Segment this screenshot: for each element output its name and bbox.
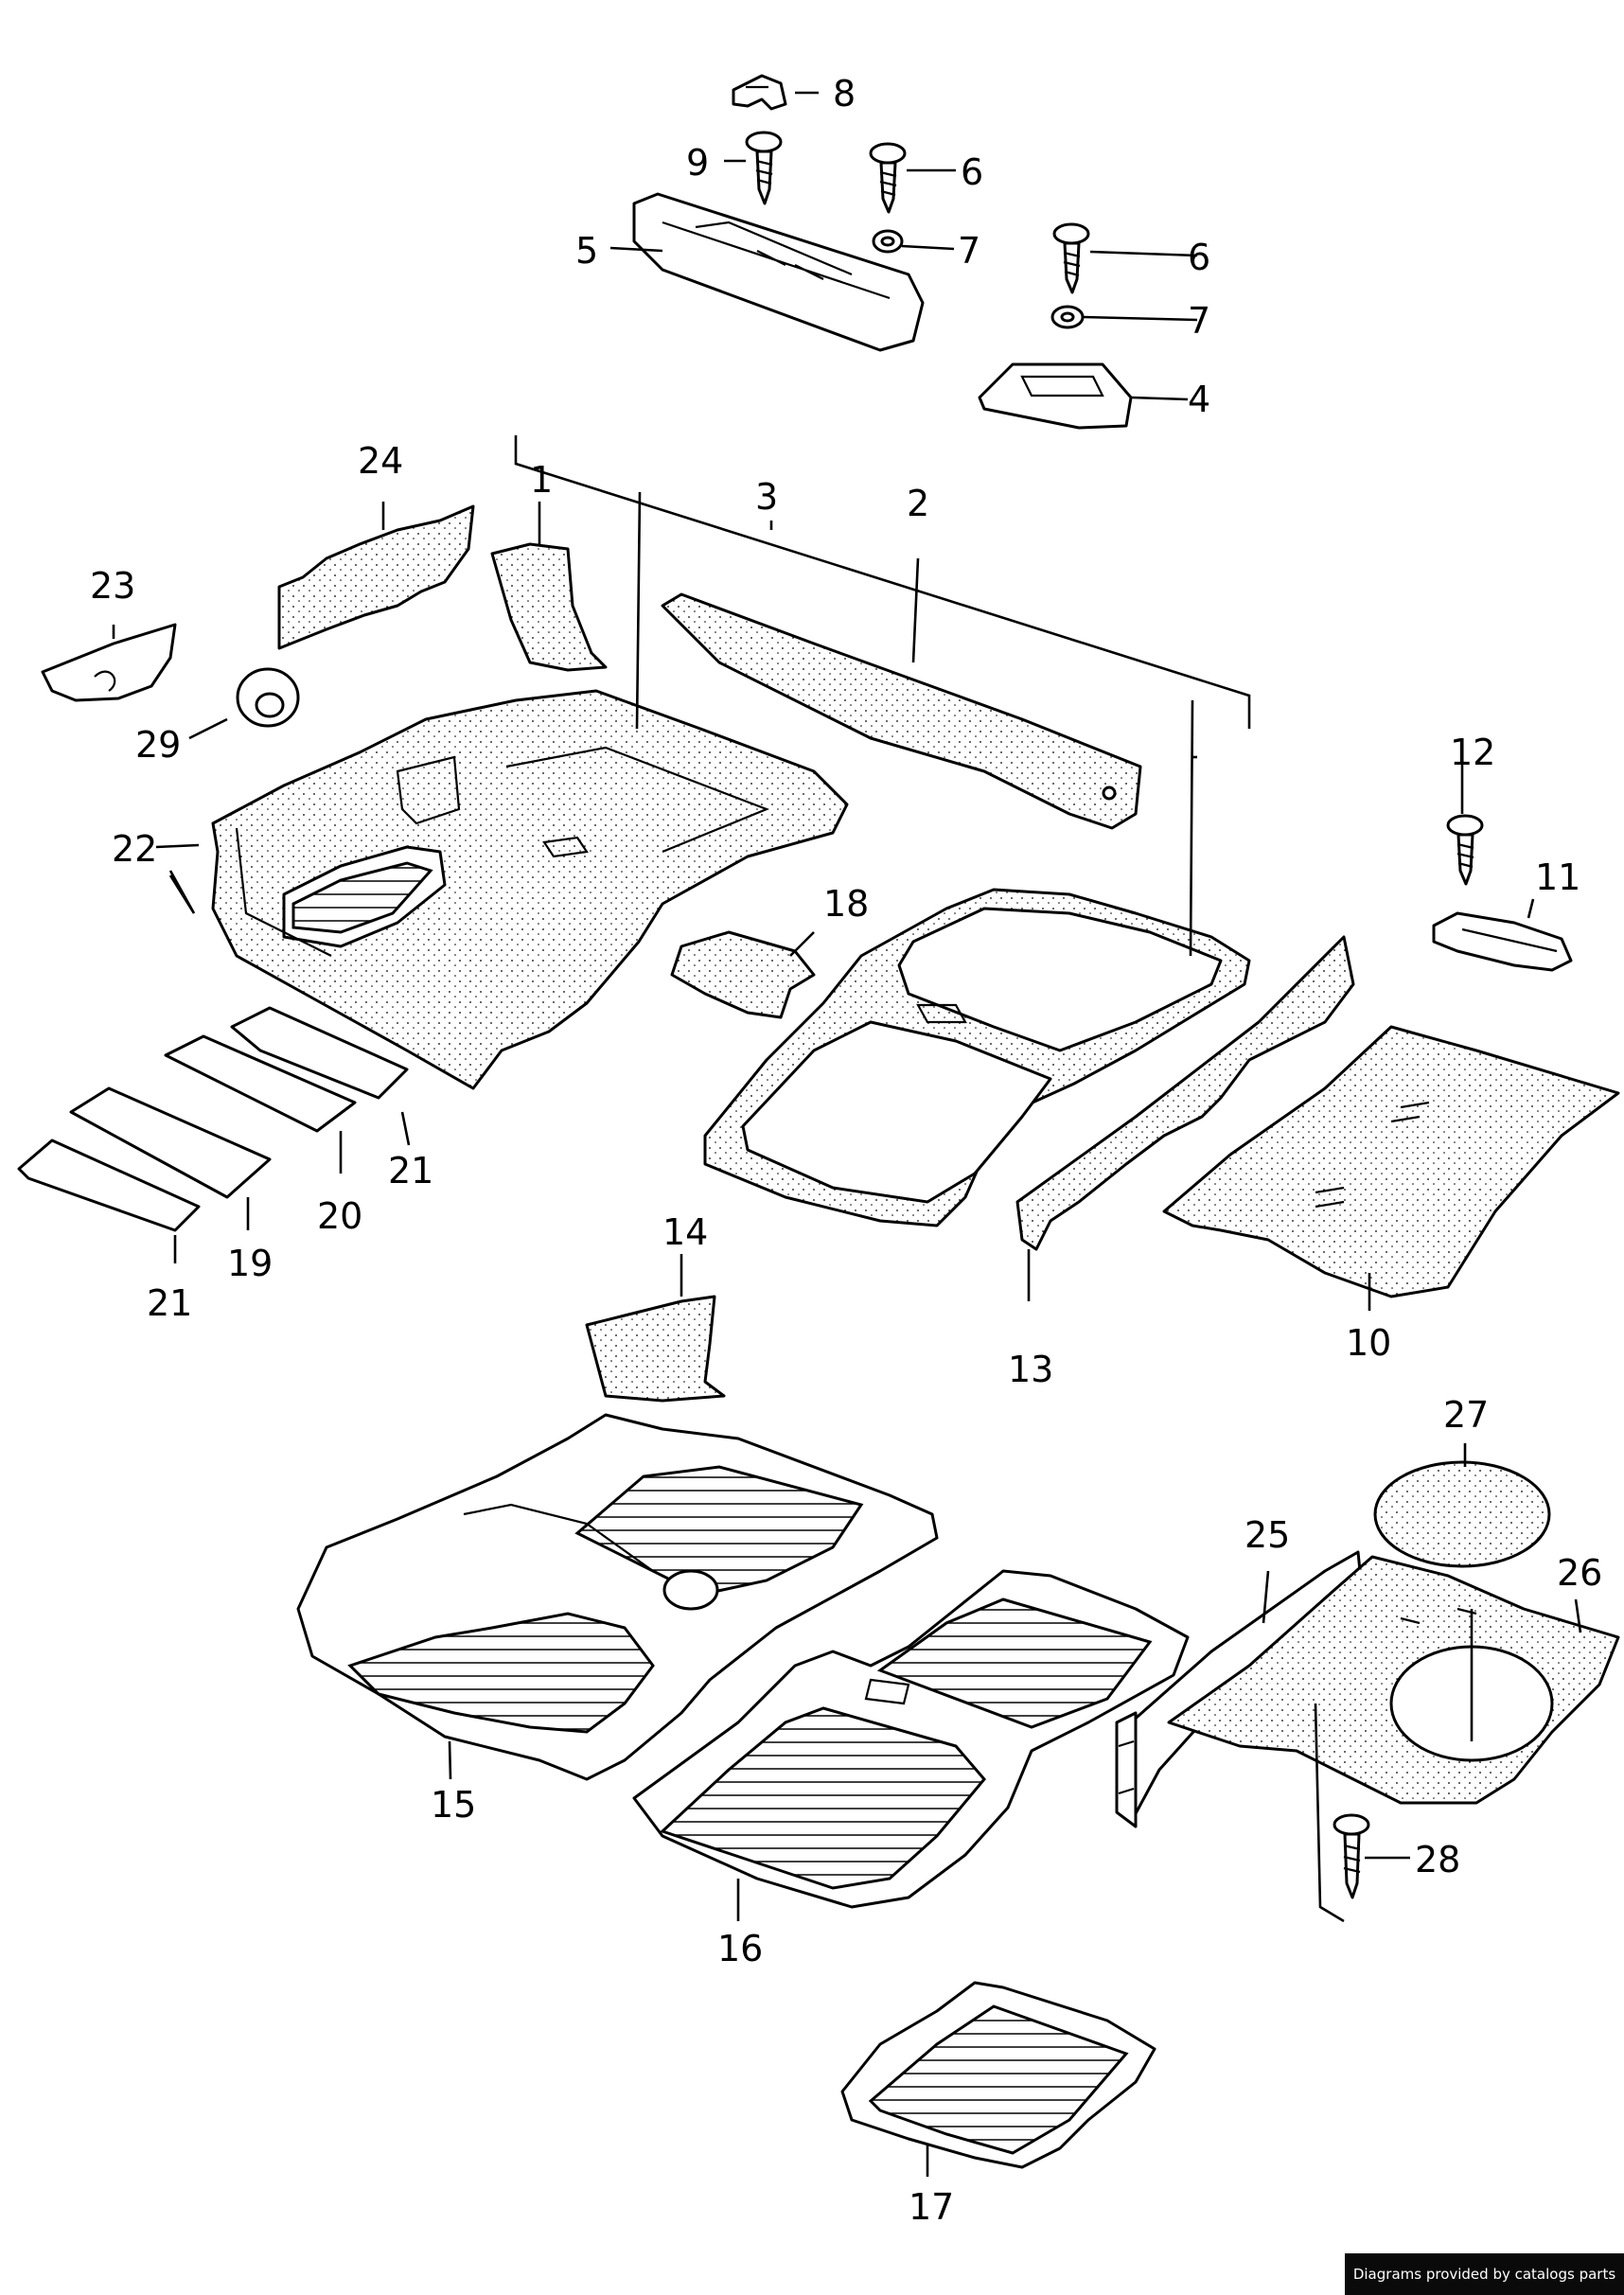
callout-7-lower: 7 <box>1188 300 1210 342</box>
trunk-mat-part-26 <box>1167 1555 1620 1805</box>
callout-5: 5 <box>575 230 598 272</box>
callout-6-lower: 6 <box>1188 237 1210 278</box>
front-carpet-part-22 <box>211 689 849 1090</box>
spare-wheel-cover-part-27 <box>1373 1460 1551 1568</box>
callout-labels: 8 9 6 7 5 6 7 4 24 1 3 2 23 29 22 18 12 … <box>90 73 1602 2228</box>
callout-9: 9 <box>686 142 709 184</box>
shift-boot-part-4 <box>978 362 1133 430</box>
rear-mat-part-17 <box>840 1981 1156 2169</box>
leader-lines <box>112 91 1582 2177</box>
screw-part-6-upper <box>869 142 907 214</box>
rear-carpet-part-3 <box>703 888 1251 1227</box>
callout-28: 28 <box>1415 1839 1460 1880</box>
callout-23: 23 <box>90 565 135 607</box>
panel-part-1 <box>490 542 608 672</box>
strip-part-2 <box>661 592 1142 830</box>
callout-3: 3 <box>755 476 778 518</box>
callout-12: 12 <box>1450 732 1495 773</box>
screw-part-9 <box>745 131 783 205</box>
callout-24: 24 <box>358 440 403 482</box>
insulation-part-21-lower <box>17 1139 201 1232</box>
console-part-5 <box>632 192 925 352</box>
callout-18: 18 <box>823 883 869 925</box>
callout-21-lower: 21 <box>147 1282 192 1324</box>
callout-8: 8 <box>833 73 856 115</box>
callout-17: 17 <box>909 2186 954 2228</box>
callout-21-upper: 21 <box>388 1150 433 1192</box>
sill-trim-part-13 <box>1015 935 1355 1251</box>
callout-25: 25 <box>1244 1514 1290 1556</box>
rear-mat-part-16 <box>632 1569 1190 1909</box>
callout-6-upper: 6 <box>961 151 983 193</box>
pad-part-18 <box>670 930 816 1019</box>
screw-part-12 <box>1446 814 1484 886</box>
side-panel-part-14 <box>585 1295 726 1403</box>
credit-banner: Diagrams provided by catalogs parts <box>1345 2253 1624 2295</box>
callout-16: 16 <box>717 1928 763 1969</box>
callout-15: 15 <box>431 1784 476 1826</box>
callout-13: 13 <box>1008 1349 1053 1390</box>
luggage-mat-part-10 <box>1162 1025 1620 1298</box>
insulation-part-19 <box>69 1086 272 1199</box>
callout-26: 26 <box>1557 1552 1602 1594</box>
scuff-plate-part-11 <box>1432 911 1573 972</box>
clip-cap-part-8 <box>732 74 787 111</box>
callout-7-upper: 7 <box>958 230 980 272</box>
callout-10: 10 <box>1346 1322 1391 1364</box>
callout-2: 2 <box>907 483 929 524</box>
bracket-part-23 <box>41 623 177 702</box>
callout-20: 20 <box>317 1195 362 1237</box>
callout-4: 4 <box>1188 379 1210 420</box>
grommet-part-29 <box>236 667 300 728</box>
callout-11: 11 <box>1535 856 1580 898</box>
insulation-part-21-upper <box>230 1006 409 1100</box>
callout-1: 1 <box>530 459 553 501</box>
screw-part-28 <box>1333 1813 1370 1899</box>
insulation-part-20 <box>164 1034 357 1133</box>
callout-19: 19 <box>227 1243 273 1284</box>
callout-29: 29 <box>135 724 181 766</box>
front-mat-part-15 <box>296 1413 939 1781</box>
side-trim-part-24 <box>277 504 475 650</box>
washer-part-7-upper <box>872 229 904 254</box>
screw-part-6-lower <box>1052 222 1090 294</box>
washer-part-7-lower <box>1050 305 1085 329</box>
callout-22: 22 <box>112 828 157 870</box>
callout-27: 27 <box>1443 1394 1489 1436</box>
callout-14: 14 <box>662 1211 708 1253</box>
